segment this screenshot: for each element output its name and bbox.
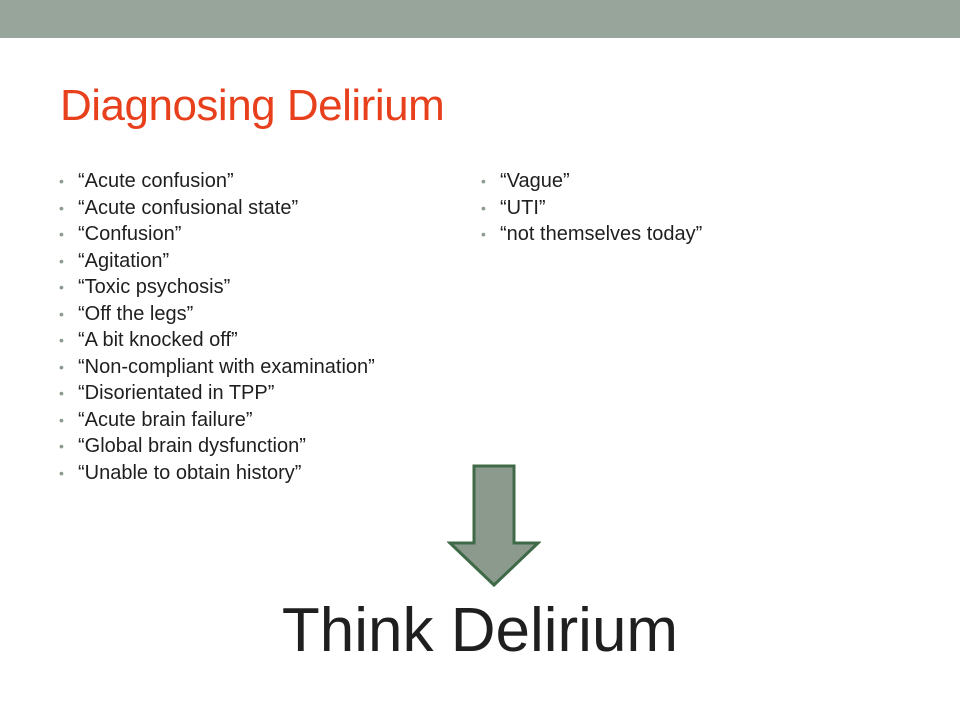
- top-accent-bar: [0, 0, 960, 38]
- list-item: • “Unable to obtain history”: [59, 460, 375, 487]
- bullet-icon: •: [59, 332, 64, 348]
- bullet-icon: •: [59, 305, 64, 322]
- list-item: • “A bit knocked off”: [59, 327, 375, 354]
- bullet-text: “Disorientated in TPP”: [78, 382, 275, 404]
- list-item: • “Agitation”: [59, 248, 375, 275]
- right-bullet-list: • “Vague” • “UTI” • “not themselves today”: [481, 168, 702, 248]
- left-bullet-list: • “Acute confusion” • “Acute confusional s…: [59, 168, 375, 486]
- bullet-icon: •: [59, 358, 64, 375]
- bullet-icon: •: [59, 279, 64, 295]
- bullet-text: “Acute confusional state”: [78, 196, 299, 219]
- bullet-text: “Acute confusion”: [78, 170, 234, 192]
- slide-title: Diagnosing Delirium: [60, 81, 445, 130]
- list-item: • “Vague”: [481, 168, 702, 195]
- list-item: • “Disorientated in TPP”: [59, 380, 375, 407]
- bullet-text: “Confusion”: [78, 223, 182, 245]
- bullet-text: “Global brain dysfunction”: [78, 435, 306, 457]
- bullet-text: “A bit knocked off”: [78, 329, 238, 351]
- down-arrow-icon: [447, 464, 541, 588]
- conclusion-text: Think Delirium: [281, 596, 679, 665]
- bullet-icon: •: [59, 385, 64, 401]
- bullet-text: “Unable to obtain history”: [78, 461, 302, 484]
- bullet-icon: •: [481, 226, 486, 242]
- bullet-text: “Toxic psychosis”: [78, 276, 231, 298]
- list-item: • “UTI”: [481, 195, 702, 222]
- bullet-icon: •: [59, 199, 64, 216]
- bullet-text: “Agitation”: [78, 249, 170, 272]
- bullet-icon: •: [481, 173, 486, 189]
- list-item: • “Acute brain failure”: [59, 407, 375, 434]
- list-item: • “Acute confusional state”: [59, 195, 375, 222]
- bullet-text: “Off the legs”: [78, 302, 194, 325]
- list-item: • “Non-compliant with examination”: [59, 354, 375, 381]
- bullet-icon: •: [481, 199, 486, 216]
- bullet-icon: •: [59, 173, 64, 189]
- list-item: • “Acute confusion”: [59, 168, 375, 195]
- bullet-text: “not themselves today”: [500, 223, 703, 245]
- bullet-text: “Non-compliant with examination”: [78, 355, 375, 378]
- list-item: • “Off the legs”: [59, 301, 375, 328]
- bullet-text: “UTI”: [500, 196, 546, 219]
- list-item: • “not themselves today”: [481, 221, 702, 248]
- bullet-icon: •: [59, 226, 64, 242]
- bullet-text: “Acute brain failure”: [78, 408, 253, 431]
- list-item: • “Confusion”: [59, 221, 375, 248]
- list-item: • “Toxic psychosis”: [59, 274, 375, 301]
- bullet-icon: •: [59, 464, 64, 481]
- bullet-icon: •: [59, 252, 64, 269]
- list-item: • “Global brain dysfunction”: [59, 433, 375, 460]
- bullet-icon: •: [59, 438, 64, 454]
- bullet-text: “Vague”: [500, 170, 570, 192]
- bullet-icon: •: [59, 411, 64, 428]
